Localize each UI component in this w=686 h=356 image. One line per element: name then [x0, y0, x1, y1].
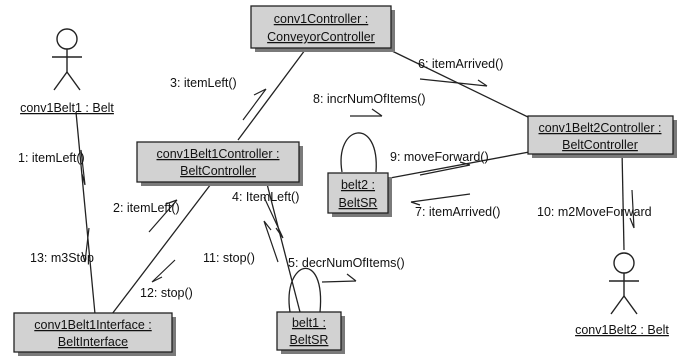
belt1-self-link	[288, 267, 322, 313]
link-belt1controller-to-conv1controller	[237, 49, 306, 141]
arrow-m5	[321, 273, 357, 283]
message-6: 6: itemArrived()	[418, 57, 503, 71]
link-belt1controller-to-belt1	[265, 179, 301, 313]
belt2-self-link	[340, 132, 377, 173]
object-conv1Belt2Controller: conv1Belt2Controller : BeltController	[527, 115, 677, 158]
object-label-line1: belt1 :	[292, 316, 326, 330]
object-belt1: belt1 : BeltSR	[276, 311, 345, 354]
arrow-m1	[80, 149, 86, 186]
link-belt2controller-to-conv1belt2	[621, 149, 625, 251]
actor-name: conv1Belt2 : Belt	[575, 323, 669, 337]
object-label-line1: conv1Controller :	[274, 12, 369, 26]
arrow-m6	[419, 78, 488, 87]
link-conv1controller-to-belt2controller	[389, 49, 531, 119]
object-label-line2: ConveyorController	[267, 30, 375, 44]
message-2: 2: itemLeft()	[113, 201, 180, 215]
stick-figure-icon	[609, 252, 639, 315]
message-4: 4: ItemLeft()	[232, 190, 299, 204]
arrow-m4	[263, 196, 284, 239]
links	[75, 49, 625, 315]
message-3: 3: itemLeft()	[170, 76, 237, 90]
object-label-line1: belt2 :	[341, 178, 375, 192]
object-label-line2: BeltInterface	[58, 335, 128, 349]
object-belt2: belt2 : BeltSR	[327, 172, 392, 217]
message-12: 12: stop()	[140, 286, 193, 300]
message-10: 10: m2MoveForward	[537, 205, 652, 219]
arrow-m9	[419, 161, 471, 176]
arrow-m3	[242, 88, 267, 121]
arrow-m2	[148, 199, 178, 233]
object-label-line2: BeltSR	[290, 333, 329, 347]
object-conv1Belt1Controller: conv1Belt1Controller : BeltController	[136, 141, 303, 186]
link-conv1belt1-to-interface	[75, 111, 96, 315]
message-1: 1: itemLeft()	[18, 151, 85, 165]
object-label-line2: BeltSR	[339, 196, 378, 210]
arrow-m12	[151, 259, 176, 283]
arrow-m8	[350, 108, 383, 117]
arrow-m13	[81, 227, 90, 263]
object-label-line1: conv1Belt2Controller :	[539, 121, 662, 135]
message-5: 5: decrNumOfItems()	[288, 256, 405, 270]
actor-conv1Belt1: conv1Belt1 : Belt	[20, 28, 114, 115]
actor-conv1Belt2: conv1Belt2 : Belt	[575, 252, 669, 337]
message-8: 8: incrNumOfItems()	[313, 92, 426, 106]
message-arrows	[80, 78, 635, 283]
object-label-line1: conv1Belt1Controller :	[157, 147, 280, 161]
message-11: 11: stop()	[203, 251, 255, 265]
object-label-line2: BeltController	[180, 164, 256, 178]
link-interface-to-belt1controller	[111, 179, 215, 315]
actor-name: conv1Belt1 : Belt	[20, 101, 114, 115]
object-label-line1: conv1Belt1Interface :	[34, 318, 151, 332]
object-conv1Belt1Interface: conv1Belt1Interface : BeltInterface	[13, 312, 176, 356]
message-7: 7: itemArrived()	[415, 205, 500, 219]
arrow-m11	[263, 220, 279, 263]
arrow-m7	[410, 193, 471, 206]
arrow-m10	[629, 189, 635, 229]
message-13: 13: m3Stop	[30, 251, 94, 265]
message-labels: 1: itemLeft() 2: itemLeft() 3: itemLeft(…	[18, 57, 652, 300]
stick-figure-icon	[52, 28, 82, 91]
message-9: 9: moveForward()	[390, 150, 489, 164]
object-label-line2: BeltController	[562, 138, 638, 152]
object-conv1Controller: conv1Controller : ConveyorController	[250, 5, 395, 52]
